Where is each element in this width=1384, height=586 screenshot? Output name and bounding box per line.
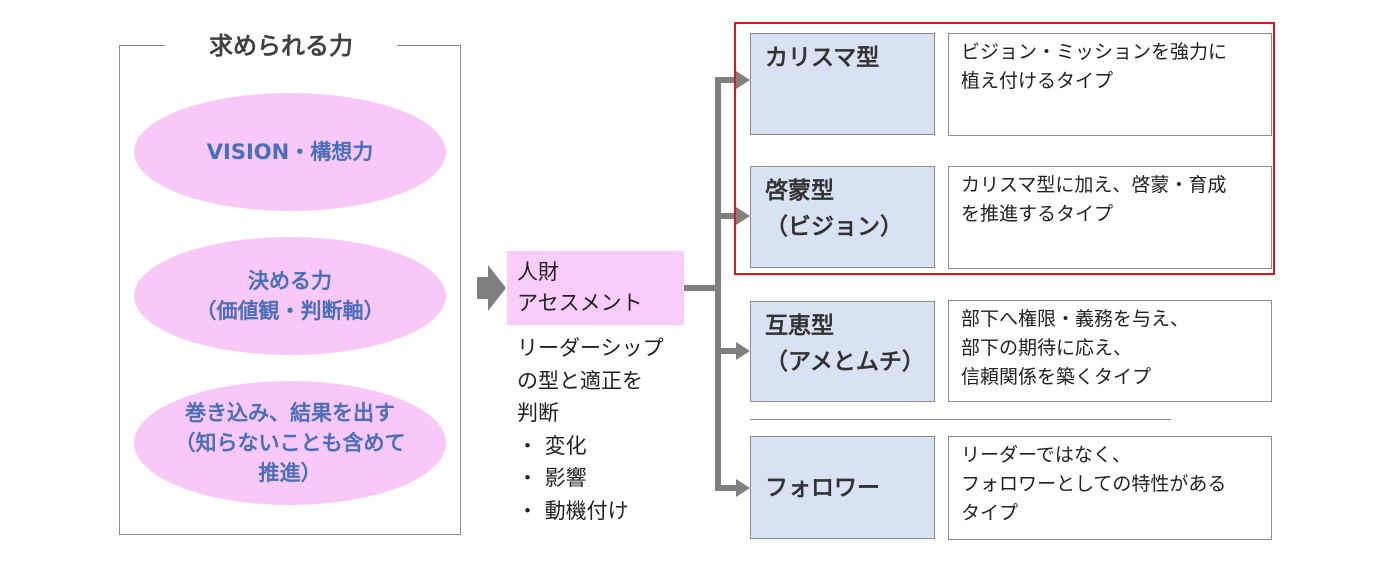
panel-title: 求められる力	[165, 30, 397, 62]
ellipse-involve: 巻き込み、結果を出す （知らないことも含めて 推進）	[134, 381, 446, 505]
branch-arrow-icon-4	[736, 479, 750, 497]
ellipse-vision: VISION・構想力	[134, 93, 446, 211]
desc-reciprocity: 部下へ権限・義務を与え、 部下の期待に応え、 信頼関係を築くタイプ	[948, 300, 1272, 402]
type-enlightenment: 啓蒙型 （ビジョン）	[750, 166, 935, 268]
divider-line	[750, 419, 1171, 420]
assessment-note: リーダーシップ の型と適正を 判断 ・ 変化 ・ 影響 ・ 動機付け	[517, 336, 664, 523]
highlight-frame	[734, 22, 1275, 275]
ellipse-decide: 決める力 （価値観・判断軸）	[134, 237, 446, 355]
desc-charisma: ビジョン・ミッションを強力に 植え付けるタイプ	[948, 33, 1272, 136]
type-charisma: カリスマ型	[750, 33, 935, 135]
desc-follower: リーダーではなく、 フォロワーとしての特性がある タイプ	[948, 436, 1272, 540]
assessment-box: 人財 アセスメント	[507, 251, 684, 325]
type-reciprocity: 互恵型 （アメとムチ）	[750, 301, 935, 402]
branch-arrow-icon-1	[736, 71, 750, 89]
type-follower: フォロワー	[750, 436, 935, 539]
desc-enlightenment: カリスマ型に加え、啓蒙・育成 を推進するタイプ	[948, 166, 1272, 269]
branch-arrow-icon-3	[736, 342, 750, 360]
branch-arrow-icon-2	[736, 207, 750, 225]
main-arrow-icon	[477, 265, 506, 311]
